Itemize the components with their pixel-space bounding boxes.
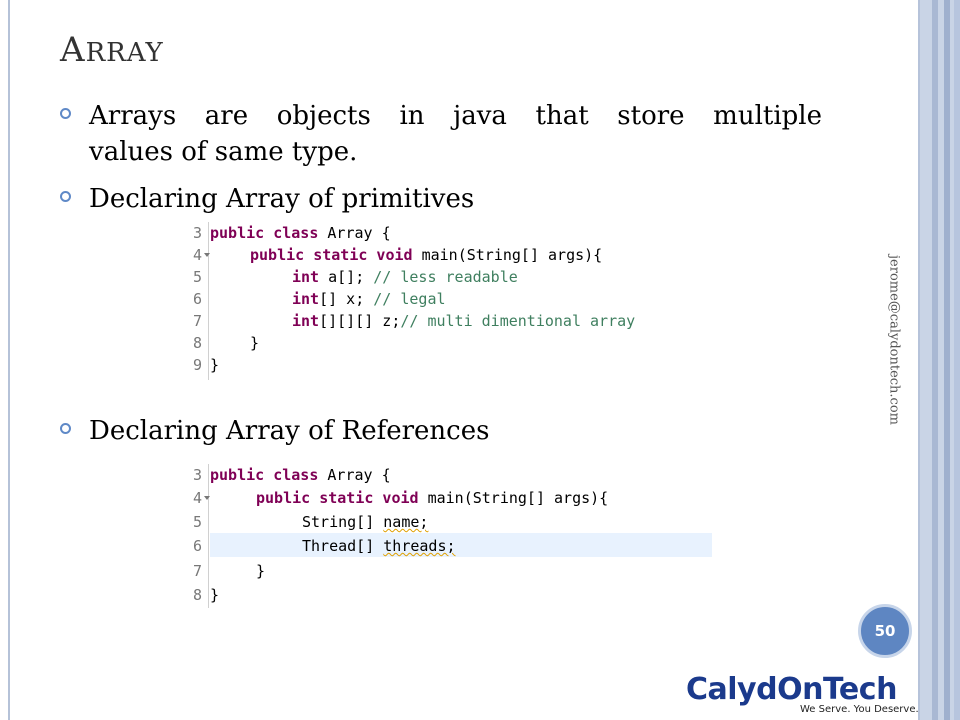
slide-title: ARRAY — [60, 30, 164, 70]
vertical-email-text: jerome@calydontech.com — [886, 255, 902, 425]
bullet-circle-icon — [60, 423, 71, 434]
calydontech-logo: CalydOnTech We Serve. You Deserve. — [686, 672, 919, 715]
right-decorative-band — [918, 0, 960, 720]
bullet-circle-icon — [60, 191, 71, 202]
bullet-text-line1: Arrays are objects in java that store mu… — [89, 101, 822, 131]
logo-tagline: We Serve. You Deserve. — [800, 704, 919, 715]
left-border-line — [8, 0, 10, 720]
fold-icon[interactable] — [204, 253, 210, 257]
page-number-badge: 50 — [858, 604, 912, 658]
fold-icon[interactable] — [204, 496, 210, 500]
bullet-text: Declaring Array of References — [89, 416, 490, 446]
bullet-text: Declaring Array of primitives — [89, 184, 475, 214]
bullet-text-line2: values of same type. — [89, 137, 358, 167]
bullet-circle-icon — [60, 108, 71, 119]
